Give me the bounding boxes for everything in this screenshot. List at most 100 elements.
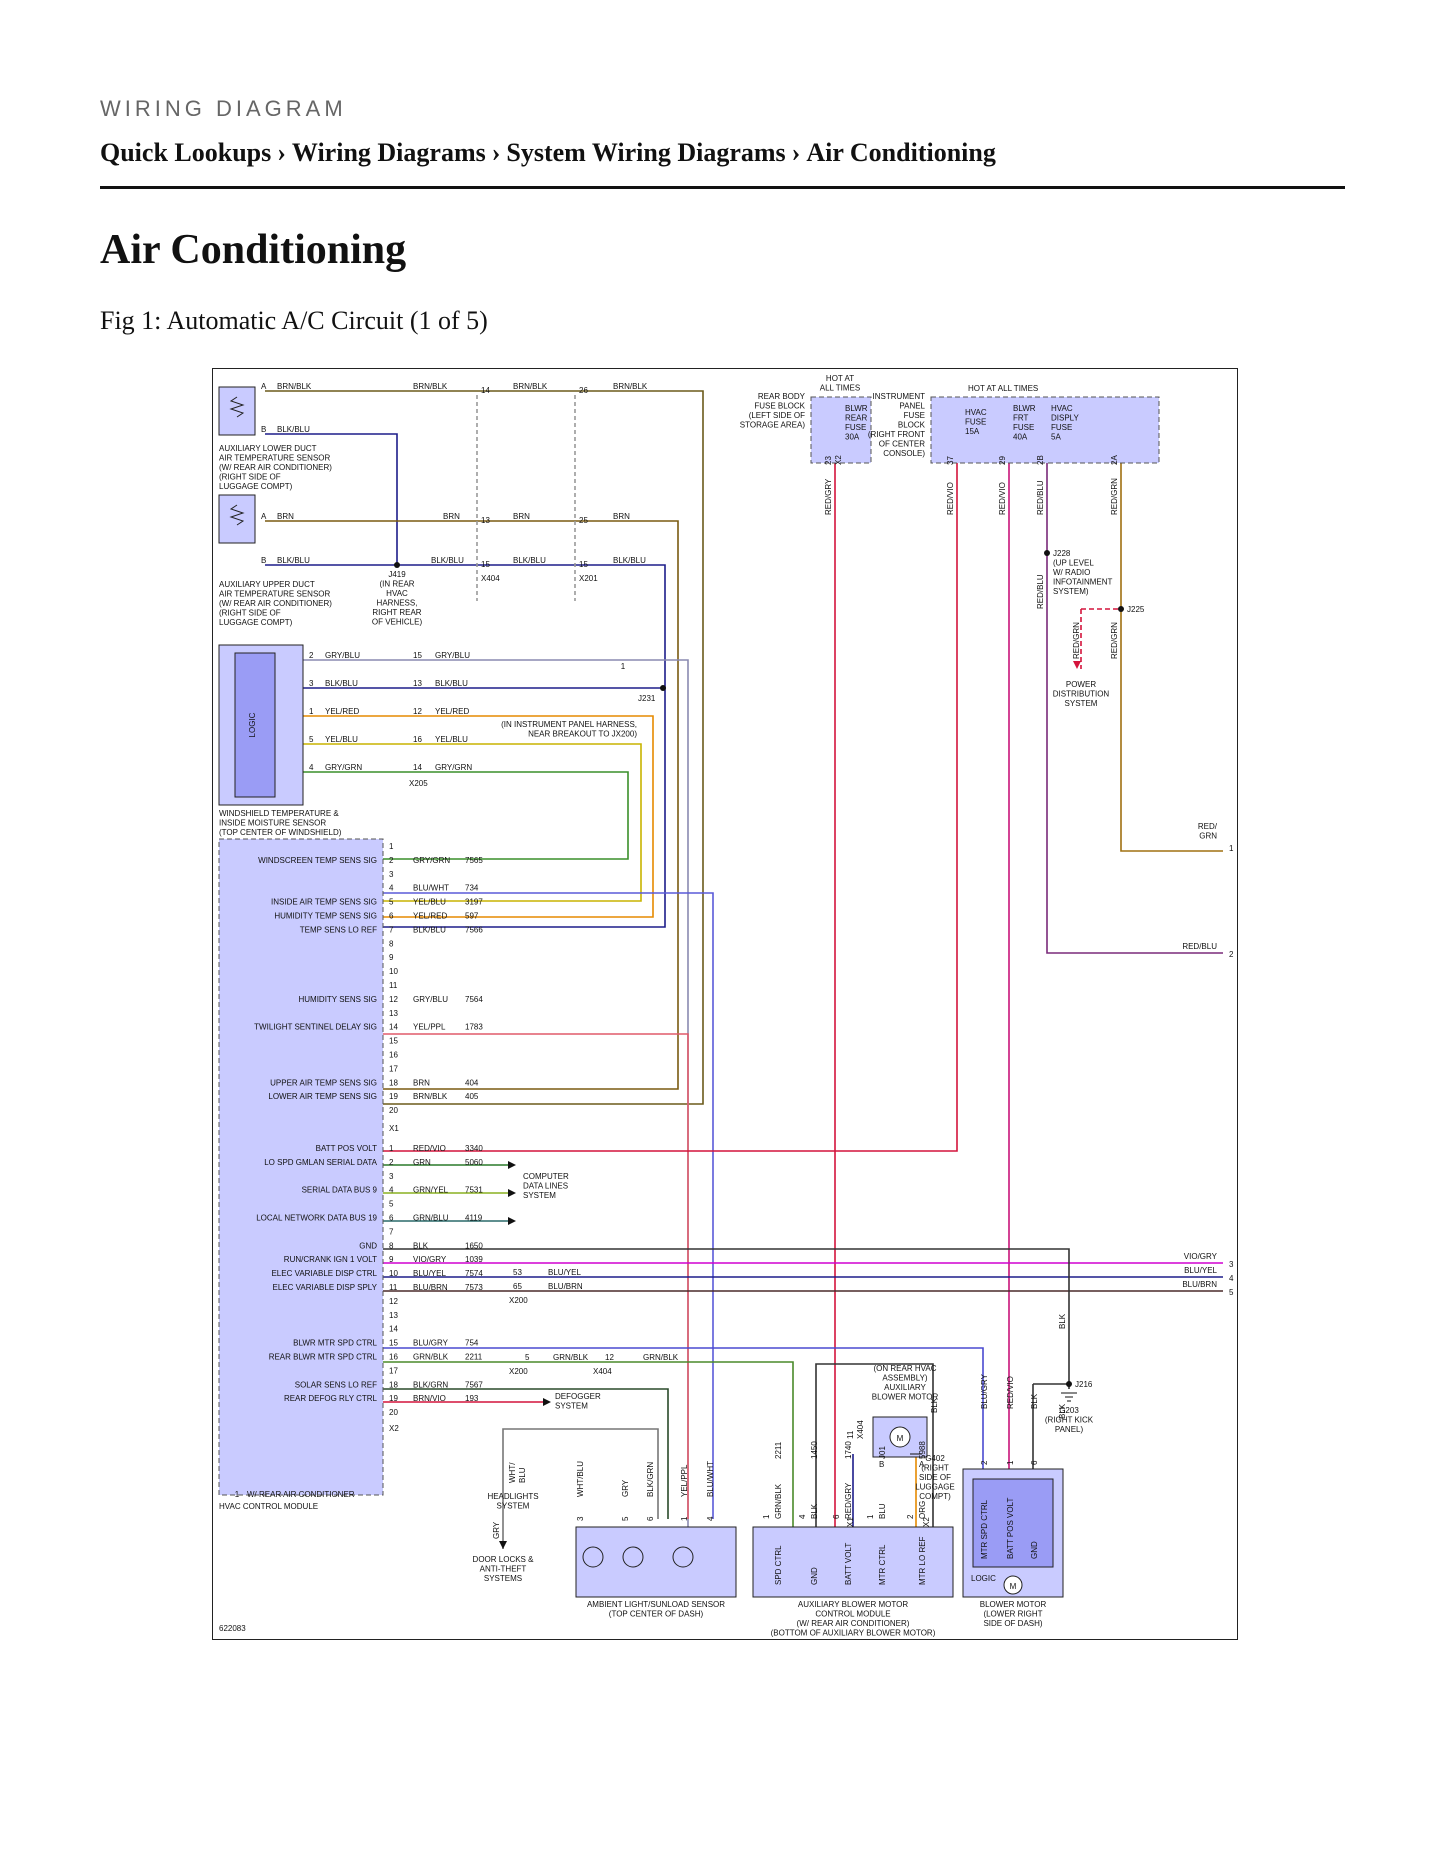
- logic-label: LOGIC: [971, 1574, 996, 1583]
- harness-label: NEAR BREAKOUT TO JX200): [528, 730, 637, 739]
- breadcrumb-quick-lookups[interactable]: Quick Lookups: [100, 138, 272, 167]
- circuit-label: J01: [878, 1446, 887, 1459]
- pin-label: 6: [389, 1214, 394, 1223]
- splice-label: J419: [388, 570, 406, 579]
- module-pin-name: TWILIGHT SENTINEL DELAY SIG: [254, 1023, 377, 1032]
- module-pin-name: GND: [810, 1567, 819, 1585]
- pin-label: 65: [513, 1282, 522, 1291]
- pin-label: 25: [579, 516, 588, 525]
- sensor-label: LUGGAGE COMPT): [219, 482, 293, 491]
- fuse-label: HVAC: [1051, 404, 1073, 413]
- component-label: ASSEMBLY): [882, 1374, 928, 1383]
- sensor-label: AIR TEMPERATURE SENSOR: [219, 590, 331, 599]
- pin-label: 17: [389, 1366, 398, 1375]
- figure-id: 622083: [219, 1624, 246, 1633]
- pin-label: 18: [389, 1380, 398, 1389]
- wire-color-label: BLK: [413, 1241, 429, 1250]
- photodiode-icon: [582, 1546, 604, 1568]
- fuse-block-label: (RIGHT FRONT: [868, 430, 925, 439]
- pin-label: 8: [389, 939, 394, 948]
- module-pin-name: SERIAL DATA BUS 9: [302, 1186, 378, 1195]
- pin-label: 12: [389, 1297, 398, 1306]
- connector-label: X404: [856, 1420, 865, 1439]
- module-pin-name: HUMIDITY SENS SIG: [298, 995, 377, 1004]
- circuit-label: 7566: [465, 925, 483, 934]
- pin-label: 18: [389, 1078, 398, 1087]
- circuit-label: 734: [465, 884, 479, 893]
- pin-label: 7: [389, 925, 394, 934]
- fuse-label: FUSE: [845, 423, 866, 432]
- figure-caption: Fig 1: Automatic A/C Circuit (1 of 5): [100, 306, 488, 335]
- pin-label: 5: [309, 735, 314, 744]
- pin-label: 6: [832, 1514, 841, 1519]
- system-label: SYSTEM: [523, 1191, 556, 1200]
- wire-color-label: BLU/BRN: [1182, 1280, 1217, 1289]
- component-label: AUXILIARY BLOWER MOTOR: [798, 1600, 908, 1609]
- wire-color-label: BLU/YEL: [1184, 1266, 1217, 1275]
- breadcrumb-system-wiring-diagrams[interactable]: System Wiring Diagrams: [506, 138, 786, 167]
- wire-color-label: RED/VIO: [998, 482, 1007, 515]
- note-marker-icon: 1: [621, 662, 626, 671]
- circuit-label: 405: [465, 1092, 479, 1101]
- pin-label: A: [261, 382, 267, 391]
- wire-color-label: BRN: [443, 512, 460, 521]
- wire-color-label: BLK/BLU: [435, 679, 468, 688]
- wire-color-label: YEL/BLU: [435, 735, 468, 744]
- wire-color-label: RED/GRN: [1110, 478, 1119, 515]
- pin-label: 13: [389, 1311, 398, 1320]
- sensor-label: WINDSHIELD TEMPERATURE &: [219, 809, 339, 818]
- splice-j228: [1044, 550, 1050, 556]
- wire-color-label: BLK/BLU: [431, 556, 464, 565]
- pin-label: 53: [513, 1268, 522, 1277]
- fuse-label: 30A: [845, 433, 860, 442]
- wire-color-label: GRN/BLK: [643, 1353, 679, 1362]
- system-label: SYSTEM: [497, 1502, 530, 1511]
- fuse-block-label: OF CENTER: [879, 440, 925, 449]
- wire-color-label: BLK: [930, 1397, 939, 1413]
- arrow-icon: [1073, 661, 1081, 669]
- wire-color-label: BLK/BLU: [325, 679, 358, 688]
- wire-color-label: BRN: [613, 512, 630, 521]
- splice-label: J231: [638, 694, 656, 703]
- fuse-label: FUSE: [1051, 423, 1072, 432]
- system-label: DATA LINES: [523, 1182, 568, 1191]
- wire-color-label: RED/GRY: [844, 1482, 853, 1519]
- wire-blk-gnd: [383, 1248, 1070, 1389]
- wire-color-label: BLU: [518, 1467, 527, 1483]
- pin-label: 8: [389, 1241, 394, 1250]
- wire-color-label: WHT/BLU: [576, 1461, 585, 1497]
- system-label: SYSTEM: [555, 1402, 588, 1411]
- header-divider: [100, 186, 1345, 189]
- pin-label: 13: [481, 516, 490, 525]
- wire-color-label: BRN/BLK: [277, 382, 312, 391]
- wire-color-label: GRN/BLK: [413, 1353, 449, 1362]
- fuse-block-label: FUSE: [904, 411, 925, 420]
- pin-label: 5: [389, 898, 394, 907]
- wire-color-label: RED/BLU: [1036, 480, 1045, 515]
- circuit-label: 7573: [465, 1283, 483, 1292]
- breadcrumb-wiring-diagrams[interactable]: Wiring Diagrams: [291, 138, 486, 167]
- doc-type-label: WIRING DIAGRAM: [100, 96, 347, 121]
- pin-label: 16: [389, 1051, 398, 1060]
- circuit-label: 1039: [465, 1255, 483, 1264]
- arrow-icon: [543, 1398, 551, 1406]
- pin-label: 10: [389, 1269, 398, 1278]
- ground-label: LUGGAGE: [915, 1483, 955, 1492]
- pin-label: 1: [389, 842, 394, 851]
- circuit-label: 7564: [465, 995, 483, 1004]
- wire-color-label: YEL/BLU: [413, 898, 446, 907]
- system-label: DEFOGGER: [555, 1392, 601, 1401]
- wire-yel-red: [303, 715, 654, 918]
- thermistor-icon: [229, 396, 245, 418]
- pin-label: 2A: [1110, 455, 1119, 465]
- pin-label: 1: [1006, 1460, 1015, 1465]
- wire-color-label: YEL/RED: [325, 707, 359, 716]
- pin-label: 14: [389, 1023, 398, 1032]
- arrow-icon: [508, 1161, 516, 1225]
- wire-color-label: GRN: [1199, 832, 1217, 841]
- wire-color-label: YEL/RED: [413, 912, 447, 921]
- pin-label: 15: [413, 651, 422, 660]
- wire-color-label: BLK: [810, 1503, 819, 1519]
- pin-label: B: [261, 425, 266, 434]
